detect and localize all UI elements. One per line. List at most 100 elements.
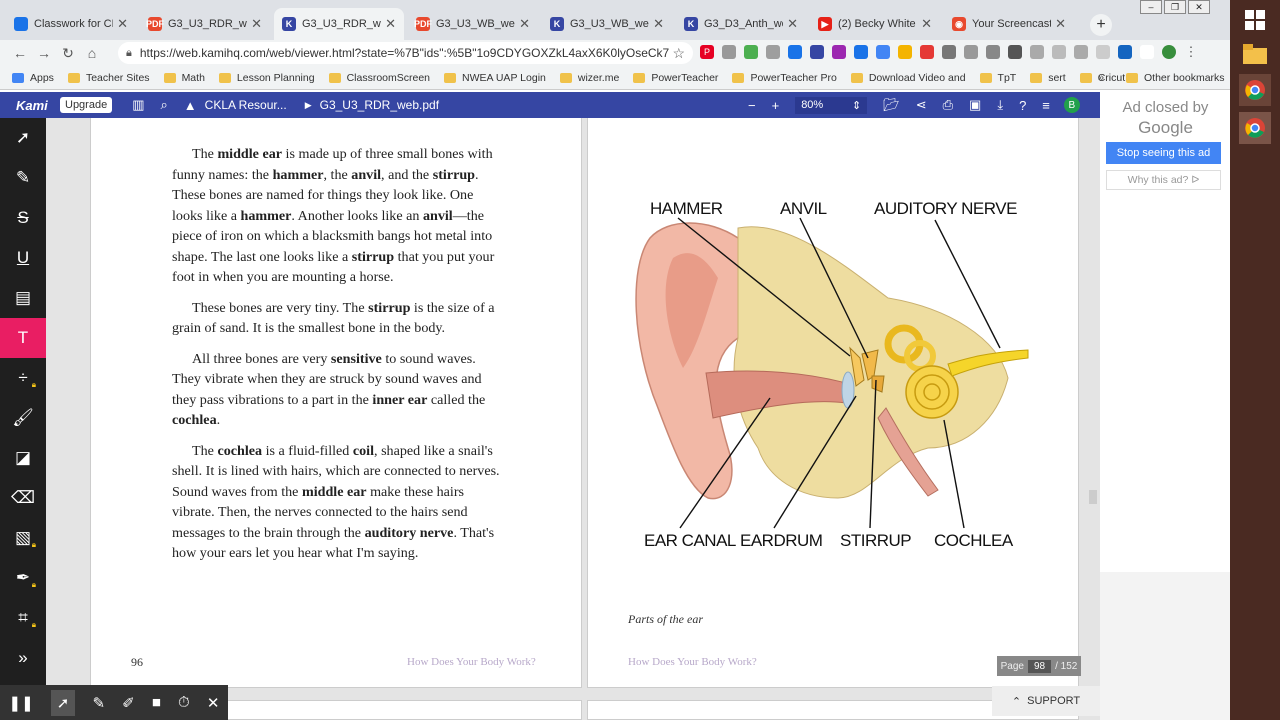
breadcrumb-folder[interactable]: CKLA Resour...	[204, 98, 287, 112]
bookmark-item[interactable]: PowerTeacher Pro	[732, 72, 837, 84]
chrome-icon[interactable]	[1239, 112, 1271, 144]
camera-icon[interactable]: ■	[151, 694, 161, 711]
minimize-icon[interactable]: –	[1140, 0, 1162, 14]
add-media-tool[interactable]: ▧🔒︎	[0, 518, 46, 558]
close-tab-icon[interactable]: ✕	[653, 16, 664, 31]
bookmark-item[interactable]: wizer.me	[559, 72, 619, 84]
support-button[interactable]: ⌃SUPPORT	[992, 686, 1100, 716]
close-tab-icon[interactable]: ✕	[385, 16, 396, 31]
pause-icon[interactable]: ❚❚	[8, 694, 34, 712]
bookmark-item[interactable]: ClassroomScreen	[328, 72, 430, 84]
extension-icon[interactable]	[854, 45, 868, 59]
help-icon[interactable]: ?	[1019, 97, 1027, 113]
equation-tool[interactable]: ÷🔒︎	[0, 358, 46, 398]
extension-icon[interactable]	[1030, 45, 1044, 59]
expand-tools[interactable]: »	[0, 638, 46, 678]
pinterest-icon[interactable]: P	[700, 45, 714, 59]
select-tool[interactable]: ➚	[0, 118, 46, 158]
extension-icon[interactable]	[876, 45, 890, 59]
highlighter-icon[interactable]: ✐	[122, 694, 135, 712]
page-indicator[interactable]: Page 98 / 152	[997, 656, 1081, 676]
cursor-icon[interactable]: ➚	[50, 689, 76, 716]
breadcrumb-file[interactable]: G3_U3_RDR_web.pdf	[319, 98, 440, 112]
bookmark-item[interactable]: Math	[163, 72, 205, 84]
home-icon[interactable]: ⌂	[87, 45, 97, 61]
shapes-tool[interactable]: ◪	[0, 438, 46, 478]
bookmark-item[interactable]: Cricut	[1079, 72, 1125, 84]
scrollbar-thumb[interactable]	[1089, 490, 1097, 504]
capture-tool[interactable]: ⌗🔒︎	[0, 598, 46, 638]
save-icon[interactable]: ▣	[969, 97, 982, 112]
bookmark-item[interactable]: NWEA UAP Login	[444, 72, 546, 84]
menu-dots-icon[interactable]: ⋮	[1184, 44, 1198, 59]
bookmark-star-icon[interactable]: ☆	[672, 44, 685, 61]
close-tab-icon[interactable]: ✕	[519, 16, 530, 31]
extension-icon[interactable]	[1096, 45, 1110, 59]
browser-tab[interactable]: ◉Your Screencasts -✕	[944, 8, 1074, 40]
strikethrough-tool[interactable]: S	[0, 198, 46, 238]
extension-icon[interactable]	[920, 45, 934, 59]
current-page-input[interactable]: 98	[1027, 659, 1052, 673]
extension-icon[interactable]	[898, 45, 912, 59]
search-icon[interactable]: ⌕	[160, 97, 168, 112]
close-tab-icon[interactable]: ✕	[787, 16, 798, 31]
signature-tool[interactable]: ✒︎🔒︎	[0, 558, 46, 598]
close-tab-icon[interactable]: ✕	[117, 16, 128, 31]
extension-icon[interactable]	[788, 45, 802, 59]
restore-icon[interactable]: ❐	[1164, 0, 1186, 14]
pen-icon[interactable]: ✎	[92, 694, 106, 712]
file-explorer-icon[interactable]	[1239, 38, 1271, 70]
bookmark-item[interactable]: Lesson Planning	[218, 72, 315, 84]
text-tool[interactable]: T	[0, 318, 46, 358]
forward-icon[interactable]: →	[37, 45, 51, 61]
extension-icon[interactable]	[942, 45, 956, 59]
underline-tool[interactable]: U	[0, 238, 46, 278]
bookmark-item[interactable]: TpT	[979, 72, 1016, 84]
extension-icon[interactable]	[1074, 45, 1088, 59]
address-bar[interactable]: 🔒︎ https://web.kamihq.com/web/viewer.htm…	[118, 42, 693, 64]
extension-icon[interactable]	[766, 45, 780, 59]
zoom-select[interactable]: 80%⇕	[795, 96, 868, 114]
browser-tab[interactable]: Classwork for CKLA✕	[6, 8, 136, 40]
drawing-tool[interactable]: 🖌︎	[0, 398, 46, 438]
extension-icon[interactable]	[832, 45, 846, 59]
sidebar-toggle-icon[interactable]: ▥	[132, 97, 145, 112]
share-icon[interactable]: ⋖	[915, 97, 927, 112]
extension-icon[interactable]	[744, 45, 758, 59]
more-bookmarks-icon[interactable]: »	[1098, 71, 1105, 84]
print-icon[interactable]: ⎙	[942, 97, 954, 112]
bookmark-item[interactable]: Teacher Sites	[67, 72, 150, 84]
extension-icon[interactable]	[722, 45, 736, 59]
other-bookmarks[interactable]: Other bookmarks	[1126, 72, 1225, 84]
extension-icon[interactable]	[1118, 45, 1132, 59]
menu-icon[interactable]: ≡	[1042, 97, 1050, 113]
close-tab-icon[interactable]: ✕	[1055, 16, 1066, 31]
back-icon[interactable]: ←	[13, 45, 27, 61]
upgrade-button[interactable]: Upgrade	[60, 97, 113, 113]
reload-icon[interactable]: ↻	[62, 44, 74, 61]
bookmark-item[interactable]: sert	[1030, 72, 1066, 84]
extension-icon[interactable]	[964, 45, 978, 59]
close-icon[interactable]: ✕	[206, 694, 220, 712]
browser-tab[interactable]: ▶(2) Becky White - Y✕	[810, 8, 940, 40]
close-window-icon[interactable]: ✕	[1188, 0, 1210, 14]
close-tab-icon[interactable]: ✕	[921, 16, 932, 31]
extension-icon[interactable]	[1052, 45, 1066, 59]
stop-seeing-ad-button[interactable]: Stop seeing this ad	[1106, 142, 1221, 164]
windows-start-icon[interactable]	[1239, 4, 1271, 36]
bookmark-item[interactable]: Apps	[12, 72, 54, 84]
zoom-out-icon[interactable]: −	[748, 97, 756, 113]
comment-tool[interactable]: ▤	[0, 278, 46, 318]
close-tab-icon[interactable]: ✕	[251, 16, 262, 31]
eraser-tool[interactable]: ⌫	[0, 478, 46, 518]
open-folder-icon[interactable]: 📂︎	[883, 97, 900, 112]
extension-icon[interactable]	[1140, 45, 1154, 59]
extension-icon[interactable]	[810, 45, 824, 59]
timer-icon[interactable]: ⏱︎	[178, 694, 190, 711]
zoom-in-icon[interactable]: +	[771, 97, 780, 113]
bookmark-item[interactable]: PowerTeacher	[633, 72, 718, 84]
browser-tab[interactable]: KG3_U3_WB_web.pdf✕	[542, 8, 672, 40]
browser-tab[interactable]: KG3_D3_Anth_web.p✕	[676, 8, 806, 40]
